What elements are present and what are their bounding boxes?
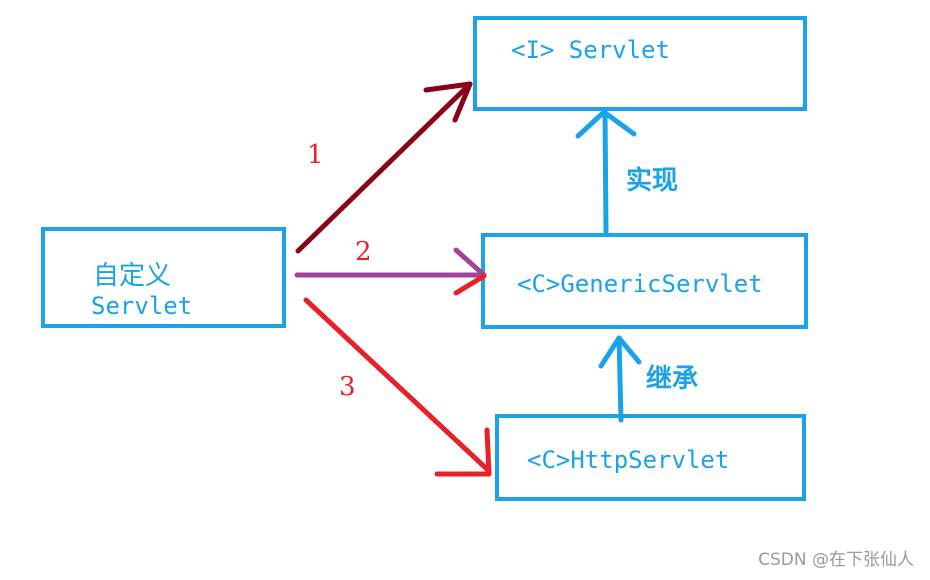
path-1-arrow	[295, 81, 473, 254]
watermark: CSDN @在下张仙人	[758, 550, 914, 570]
path-2-arrow	[294, 247, 487, 278]
custom-servlet-label-cn: 自定义	[93, 261, 172, 291]
custom-servlet-label-en: Servlet	[91, 292, 193, 320]
servlet-interface-label: <I> Servlet	[511, 36, 670, 64]
path-2-arrowhead-lower	[453, 273, 487, 296]
implements-label: 实现	[626, 166, 679, 196]
generic-servlet-label: <C>GenericServlet	[517, 270, 763, 298]
servlet-interface-box	[473, 16, 807, 111]
inherits-label: 继承	[646, 364, 699, 394]
path-3-arrow	[303, 297, 492, 477]
custom-servlet-box	[41, 227, 286, 328]
path-number-2: 2	[355, 237, 372, 267]
inherits-arrow	[598, 335, 642, 423]
http-servlet-box	[495, 414, 806, 501]
path-number-1: 1	[307, 140, 324, 170]
path-number-3: 3	[339, 372, 356, 402]
generic-servlet-box	[481, 233, 808, 329]
http-servlet-label: <C>HttpServlet	[527, 446, 730, 474]
implements-arrow	[575, 109, 637, 235]
